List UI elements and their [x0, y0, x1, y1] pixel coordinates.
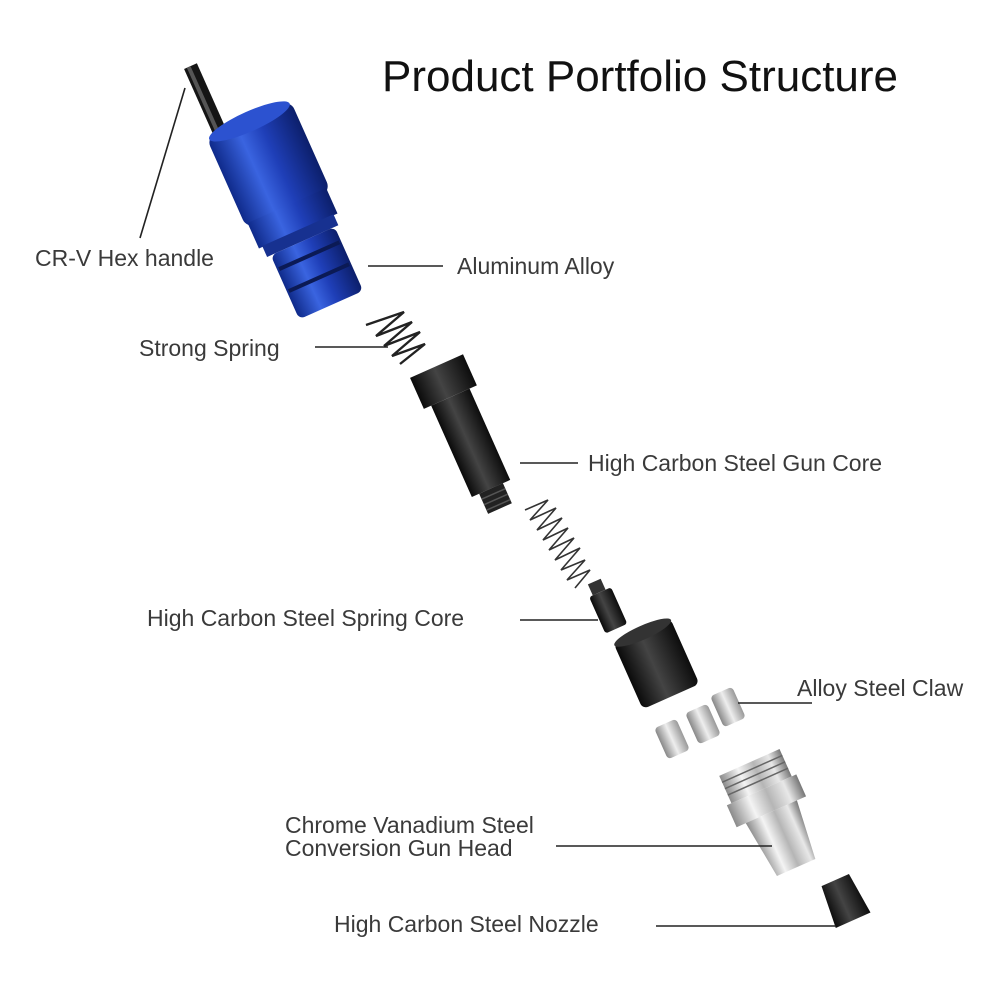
gun-core — [410, 354, 512, 514]
leader-hex-handle — [139, 87, 186, 239]
small-spring — [524, 499, 591, 589]
hex-shaft — [184, 63, 226, 133]
label-spring-core: High Carbon Steel Spring Core — [147, 605, 465, 631]
label-gun-head-line2: Conversion Gun Head — [285, 835, 513, 861]
label-nozzle: High Carbon Steel Nozzle — [334, 911, 599, 937]
black-sleeve — [614, 618, 698, 708]
strong-spring — [365, 310, 426, 365]
aluminum-body — [209, 101, 362, 318]
label-gun-head-line1: Chrome Vanadium Steel — [285, 812, 534, 838]
label-aluminum-alloy: Aluminum Alloy — [457, 253, 615, 279]
label-hex-handle: CR-V Hex handle — [35, 245, 214, 271]
label-strong-spring: Strong Spring — [139, 335, 280, 361]
chrome-gun-head — [719, 749, 816, 877]
diagram-title: Product Portfolio Structure — [382, 52, 899, 101]
spring-core — [587, 578, 627, 633]
nozzle-part — [821, 873, 871, 928]
claw-pieces — [655, 687, 745, 759]
label-alloy-claw: Alloy Steel Claw — [797, 675, 964, 701]
label-gun-core: High Carbon Steel Gun Core — [588, 450, 883, 476]
